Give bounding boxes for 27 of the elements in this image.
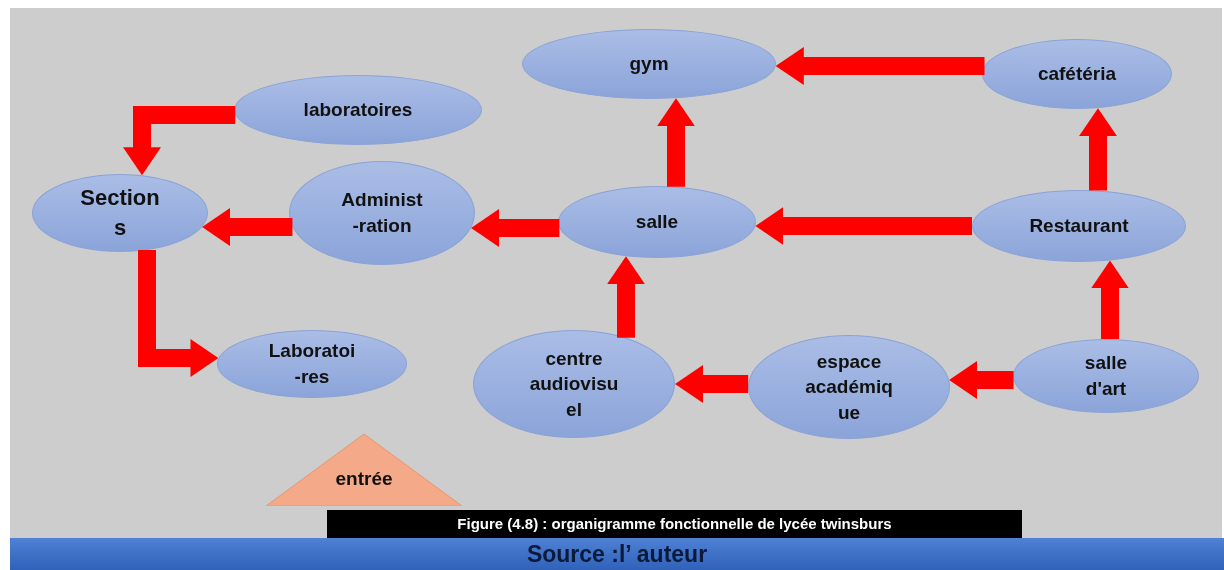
node-label: salle	[635, 210, 679, 235]
node-label: centre audiovisu el	[529, 346, 619, 422]
node-label: Restaurant	[1029, 214, 1129, 239]
arrow	[202, 208, 293, 246]
arrow	[949, 361, 1014, 399]
arrow	[657, 98, 695, 187]
triangle-node	[266, 434, 462, 506]
node-label: Laboratoi -res	[268, 339, 356, 389]
arrow	[1079, 108, 1117, 191]
arrow	[775, 47, 985, 85]
node-label: gym	[629, 52, 669, 77]
node-label: Section s	[80, 184, 160, 242]
figure-caption: Figure (4.8) : organigramme fonctionnelle de lycée twinsburs	[327, 510, 1022, 538]
arrow	[1091, 260, 1129, 340]
arrow	[138, 250, 219, 377]
arrow	[755, 207, 972, 245]
node-label: cafétéria	[1037, 62, 1117, 87]
node-label: entrée	[335, 467, 393, 492]
arrow	[471, 209, 560, 247]
arrow	[607, 256, 645, 338]
node-label: Administ -ration	[341, 188, 423, 238]
source-text: Source :l’ auteur	[525, 540, 709, 568]
node-label: salle d'art	[1084, 351, 1128, 401]
arrow	[675, 365, 749, 403]
node-label: espace académiq ue	[805, 349, 893, 425]
node-label: laboratoires	[303, 98, 413, 123]
arrow	[123, 106, 236, 176]
